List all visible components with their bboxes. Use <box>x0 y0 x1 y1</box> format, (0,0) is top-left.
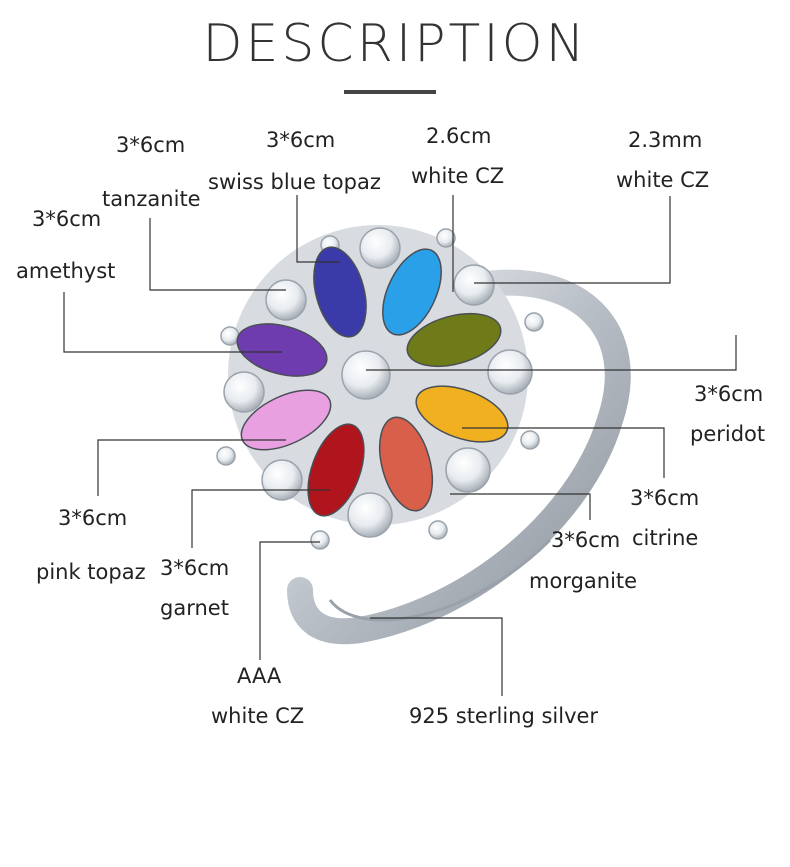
amethyst-gem <box>236 323 328 377</box>
side-cz-size-label: 2.3mm <box>628 128 703 152</box>
ring-band <box>287 269 631 645</box>
center-cz-size-label: 2.6cm <box>426 124 492 148</box>
garnet-size-label: 3*6cm <box>160 556 230 580</box>
garnet-gem <box>307 423 365 517</box>
title-underline <box>344 90 436 94</box>
aaa-cz-grade-label: AAA <box>237 664 282 688</box>
center-cz-name-label: white CZ <box>411 164 505 188</box>
swiss-blue-topaz-gem <box>382 248 442 336</box>
morganite-gem <box>378 416 434 512</box>
morganite-name-label: morganite <box>529 569 638 593</box>
callout-lines <box>63 195 737 696</box>
aaa-cz-name-label: white CZ <box>211 704 305 728</box>
side-cz-name-label: white CZ <box>616 168 710 192</box>
peridot-gem <box>406 312 502 368</box>
peridot-name-label: peridot <box>690 422 766 446</box>
tanzanite-size-label: 3*6cm <box>116 133 186 157</box>
page-title: DESCRIPTION <box>202 14 588 74</box>
swiss-blue-topaz-name-label: swiss blue topaz <box>208 170 381 194</box>
marquise-gems <box>236 246 509 517</box>
halo-cz-stones <box>216 227 544 550</box>
tanzanite-name-label: tanzanite <box>102 187 201 211</box>
peridot-size-label: 3*6cm <box>694 382 764 406</box>
tanzanite-gem <box>313 246 367 338</box>
citrine-size-label: 3*6cm <box>630 486 700 510</box>
garnet-name-label: garnet <box>160 596 229 620</box>
amethyst-name-label: amethyst <box>16 259 116 283</box>
band-material-label: 925 sterling silver <box>409 704 599 728</box>
amethyst-size-label: 3*6cm <box>32 207 102 231</box>
pink-topaz-size-label: 3*6cm <box>58 506 128 530</box>
morganite-size-label: 3*6cm <box>551 528 621 552</box>
swiss-blue-topaz-size-label: 3*6cm <box>266 128 336 152</box>
citrine-name-label: citrine <box>632 526 699 550</box>
pink-topaz-name-label: pink topaz <box>36 560 146 584</box>
